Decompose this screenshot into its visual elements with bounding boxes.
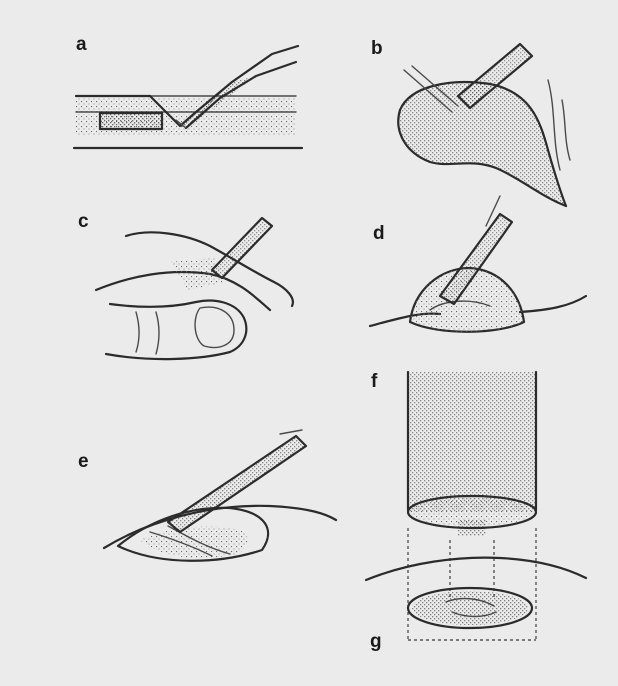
panel-label-g: g <box>370 631 382 652</box>
panel-d-illustration <box>370 196 586 332</box>
panel-e-illustration <box>104 430 336 561</box>
panel-label-c: c <box>78 211 89 232</box>
panel-b-illustration <box>398 44 570 206</box>
panel-label-a: a <box>76 34 87 55</box>
panel-label-e: e <box>78 451 89 472</box>
panel-fg-illustration <box>366 372 586 640</box>
panel-label-f: f <box>371 371 378 392</box>
panel-label-b: b <box>371 38 383 59</box>
panel-label-d: d <box>373 223 385 244</box>
panel-a-illustration <box>74 46 302 148</box>
panel-c-illustration <box>96 218 293 359</box>
